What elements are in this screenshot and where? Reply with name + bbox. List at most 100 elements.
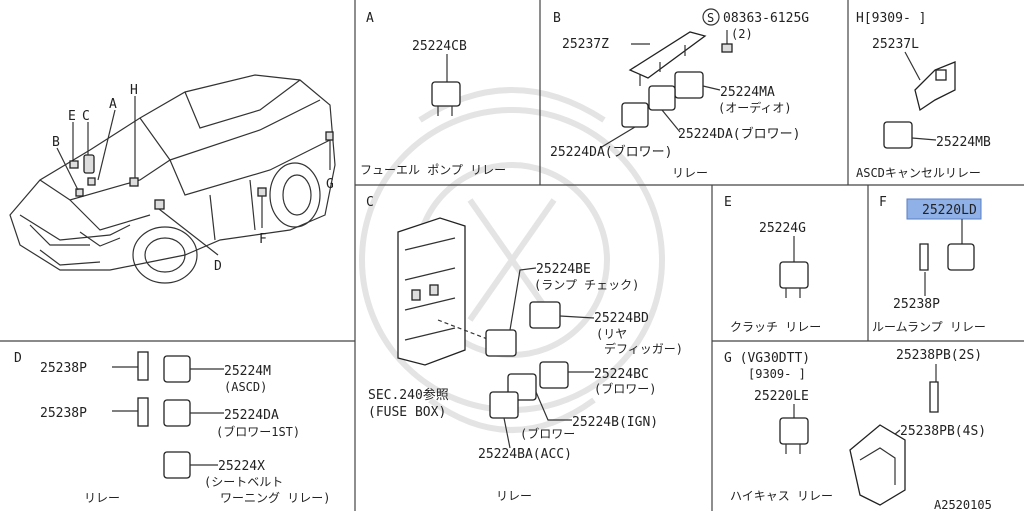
svg-text:(オーディオ): (オーディオ) [718,100,792,115]
callout-d: D [214,259,222,274]
relay-part: 25224MB [936,135,991,150]
relay-be: 25224BE [536,262,591,277]
relay-da-1: 25224DA(ブロワー) [678,126,800,142]
relay-part: 25224M [224,364,271,379]
svg-text:(FUSE BOX): (FUSE BOX) [368,405,446,420]
callout-g: G [326,177,334,192]
section-d: D 25238P 25224M (ASCD) 25238P 25224DA (ブ… [14,351,330,505]
caption: ハイキャス リレー [730,489,833,503]
diagram-id: A2520105 [934,498,992,511]
relay-bc: 25224BC [594,367,649,382]
relay-part: 25224X [218,459,265,474]
caption: ルームランプ リレー [872,320,986,334]
caption: リレー [496,489,532,503]
car-illustration: B E C A H D F G [9,74,336,284]
svg-text:(ブロワー): (ブロワー) [594,381,656,396]
svg-text:(ASCD): (ASCD) [224,380,267,394]
section-f: F 25220LD 25238P ルームランプ リレー [872,195,986,334]
callout-f: F [259,232,267,247]
relay-icon [621,102,649,128]
bracket-icon [914,61,956,112]
bracket-part: 25238P [40,361,87,376]
section-e: E 25224G クラッチ リレー [724,195,821,334]
relay-ma: 25224MA [720,85,775,100]
bracket-4s: 25238PB(4S) [900,424,986,439]
svg-text:(シートベルト: (シートベルト [204,475,283,489]
callout-c: C [82,109,90,124]
section-header: H[9309- ] [856,11,926,26]
date-range: [9309- ] [748,367,806,381]
part-number: 25224G [759,221,806,236]
callout-a: A [109,97,117,112]
relay-ba: 25224BA(ACC) [478,447,572,462]
caption: クラッチ リレー [730,320,821,334]
callout-h: H [130,83,138,98]
section-letter: A [366,11,374,26]
relay-icon [779,417,809,445]
relay-part: 25224DA [224,408,279,423]
section-letter: E [724,195,732,210]
relay-bd: 25224BD [594,311,649,326]
caption: リレー [84,491,120,505]
screw-qty: (2) [731,27,753,41]
fuse-box-ref: SEC.240参照 [368,387,449,403]
relay-icon [648,85,676,111]
relay-part: 25220LE [754,389,809,404]
relay-icon [674,71,704,99]
relay-icon [947,243,975,271]
relay-b: 25224B(IGN) [572,415,658,430]
relay-da-2: 25224DA(ブロワー) [550,144,672,160]
bracket-part: 25238P [893,297,940,312]
relay-icon [163,355,191,383]
section-letter: B [553,11,561,26]
section-letter: F [879,195,887,210]
section-letter: D [14,351,22,366]
svg-text:(ブロワー: (ブロワー [520,426,575,441]
bracket-part: 25238P [40,406,87,421]
screw-symbol-icon [702,8,720,26]
bracket-2s: 25238PB(2S) [896,348,982,363]
bracket-part: 25237Z [562,37,609,52]
bracket-part: 25237L [872,37,919,52]
relay-icon [163,399,191,427]
svg-text:ワーニング リレー): ワーニング リレー) [220,491,330,505]
relay-icon [883,121,913,149]
relay-icon [485,329,517,357]
bracket-icon [628,31,707,79]
section-a: A 25224CB フューエル ポンプ リレー [360,11,506,177]
bracket-icon [137,351,149,381]
highlight-box [906,198,982,220]
bracket-icon [849,424,906,506]
section-letter: C [366,195,374,210]
section-h: H[9309- ] 25237L 25224MB ASCDキャンセルリレー [856,11,991,180]
svg-text:(ランプ チェック): (ランプ チェック) [534,278,639,292]
bracket-icon [137,397,149,427]
caption: フューエル ポンプ リレー [360,163,506,177]
callout-e: E [68,109,76,124]
screw-part: 08363-6125G [723,11,809,26]
svg-text:(ブロワー1ST): (ブロワー1ST) [216,424,300,439]
svg-text:(リヤ: (リヤ [596,327,627,341]
relay-icon [431,81,461,107]
part-number: 25224CB [412,39,467,54]
relay-icon [489,391,519,419]
caption: リレー [672,166,708,180]
section-header: G (VG30DTT) [724,351,810,366]
caption: ASCDキャンセルリレー [856,166,981,180]
section-b: B S 08363-6125G (2) 25237Z 25224MA (オーディ… [550,8,809,180]
section-g: G (VG30DTT) [9309- ] 25220LE 25238PB(2S)… [724,348,992,511]
svg-text:デフィッガー): デフィッガー) [604,341,683,356]
relay-icon [529,301,561,329]
relay-icon [539,361,569,389]
svg-text:S: S [707,11,714,25]
part-number-highlighted: 25220LD [922,203,977,218]
bracket-icon [919,243,929,271]
section-c: C 25224BE (ランプ チェック) 25224BD (リヤ デフィッガー)… [366,195,683,503]
relay-icon [163,451,191,479]
callout-b: B [52,135,60,150]
bracket-icon [929,381,939,413]
screw-icon [721,43,733,53]
relay-icon [779,261,809,289]
